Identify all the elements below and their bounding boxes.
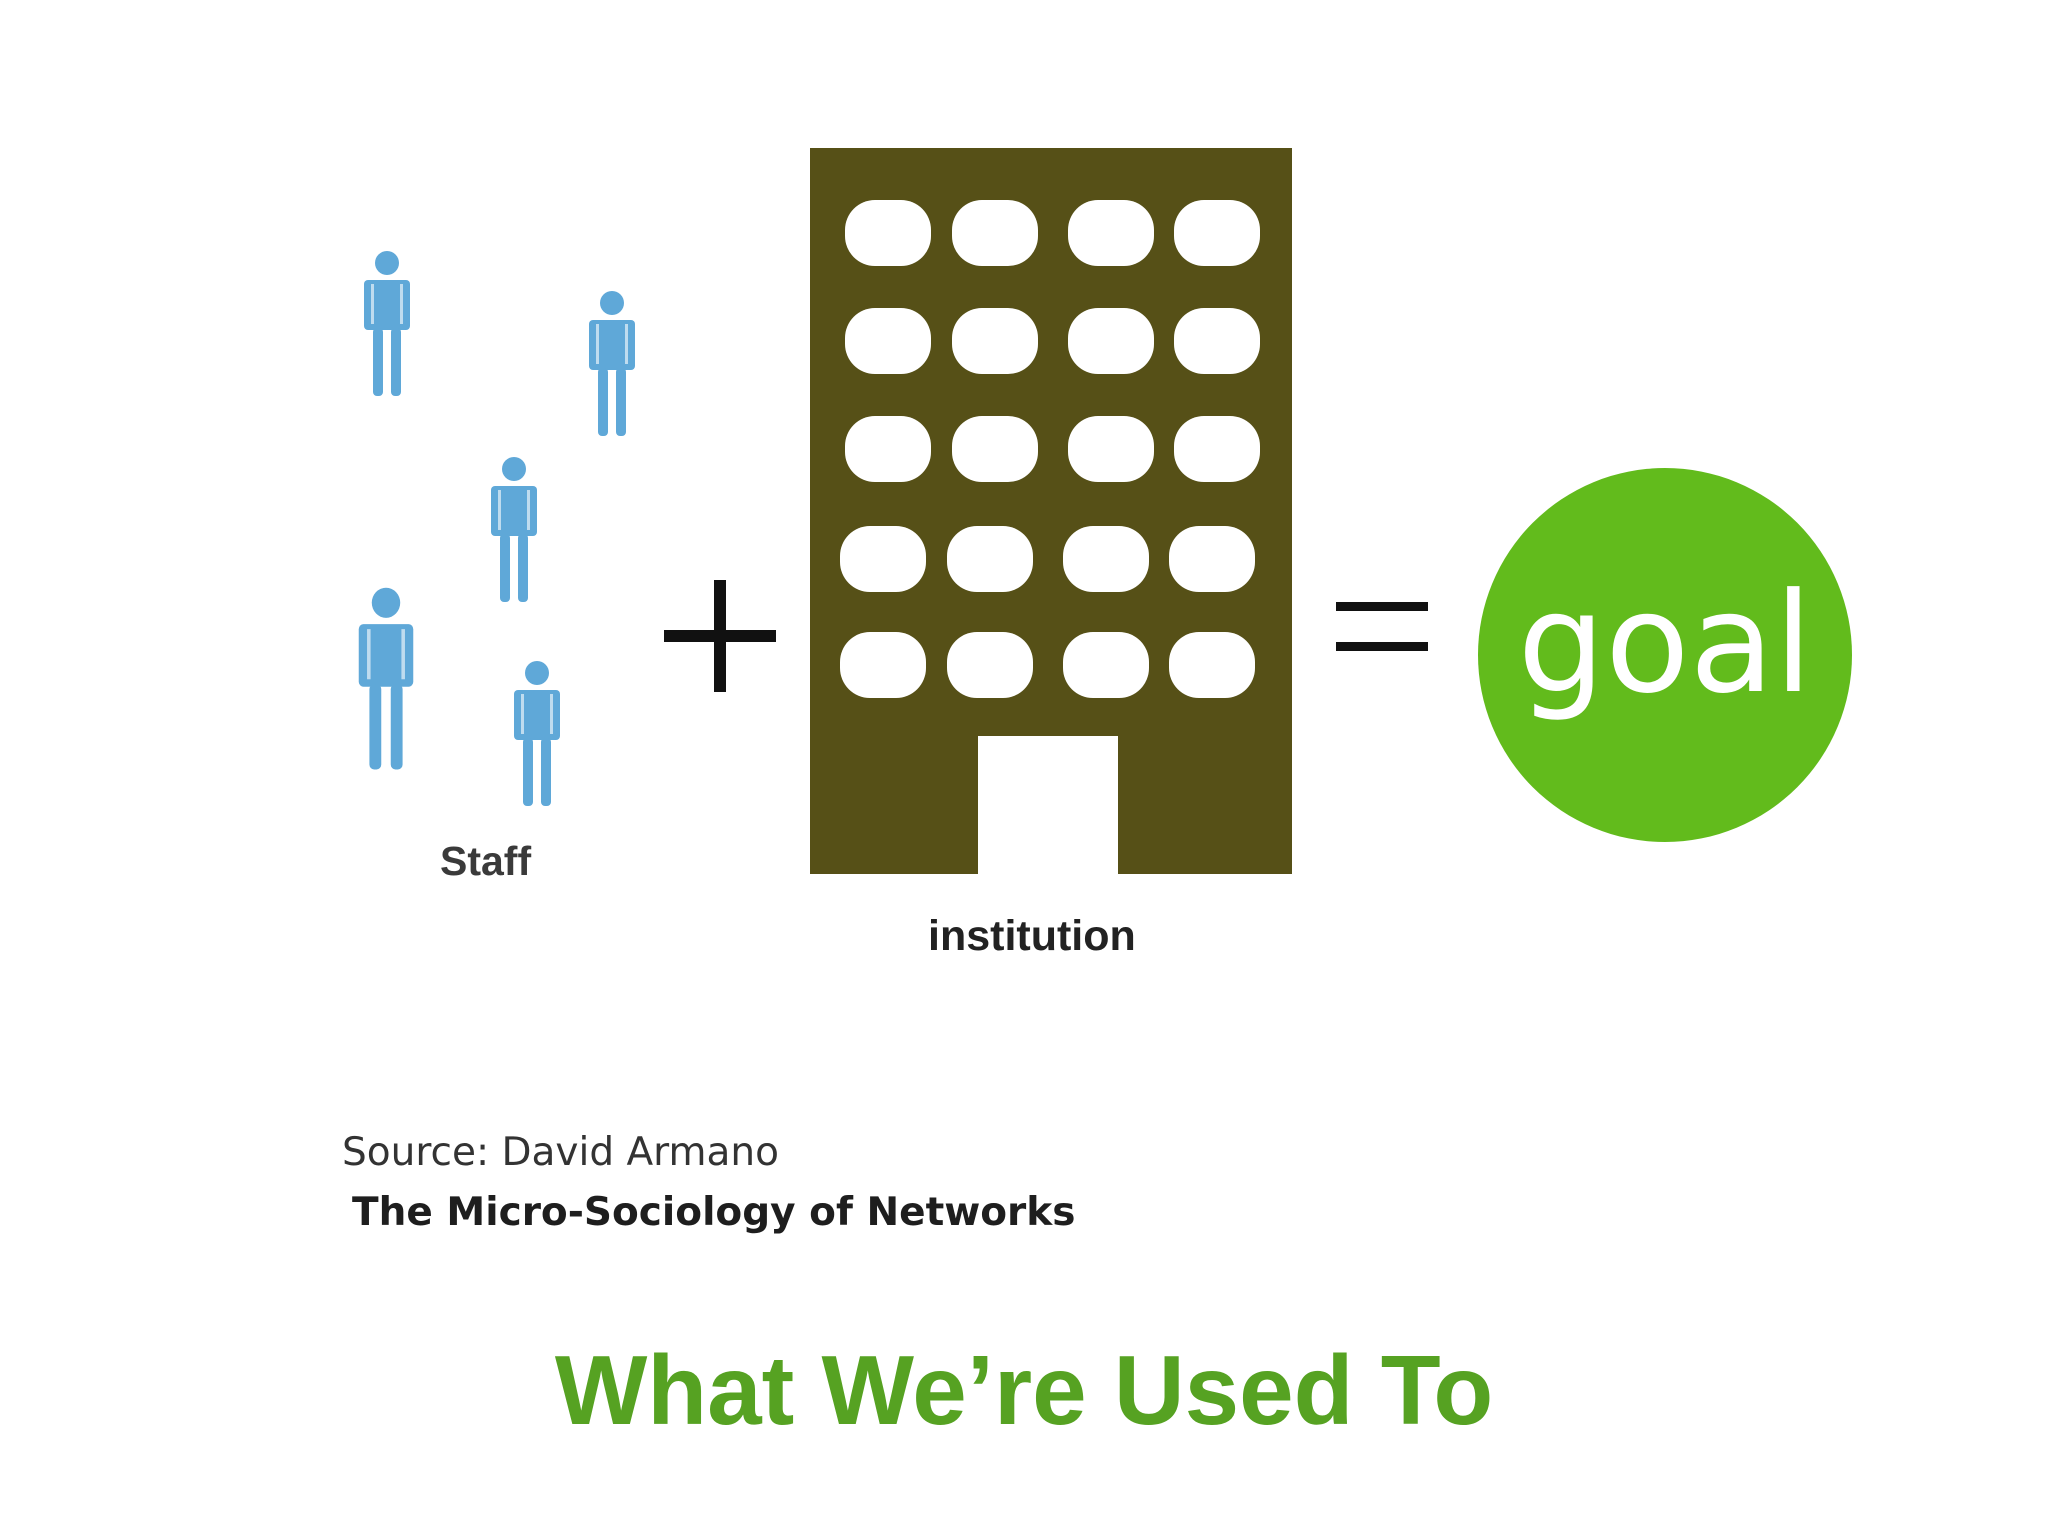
source-attribution: Source: David Armano [342, 1130, 779, 1175]
person-icon [354, 584, 418, 772]
goal-label: goal [1517, 563, 1813, 724]
person-icon [360, 248, 414, 398]
source-title: The Micro-Sociology of Networks [352, 1190, 1076, 1235]
staff-label: Staff [440, 838, 532, 884]
person-icon [510, 658, 564, 808]
person-icon [487, 454, 541, 604]
person-icon [585, 288, 639, 438]
institution-label: institution [928, 912, 1136, 960]
slide-title: What We’re Used To [554, 1335, 1494, 1445]
plus-sign-icon [660, 576, 780, 701]
building-icon [810, 148, 1292, 879]
equals-sign-icon [1336, 598, 1428, 663]
goal-circle: goal [1478, 468, 1852, 842]
